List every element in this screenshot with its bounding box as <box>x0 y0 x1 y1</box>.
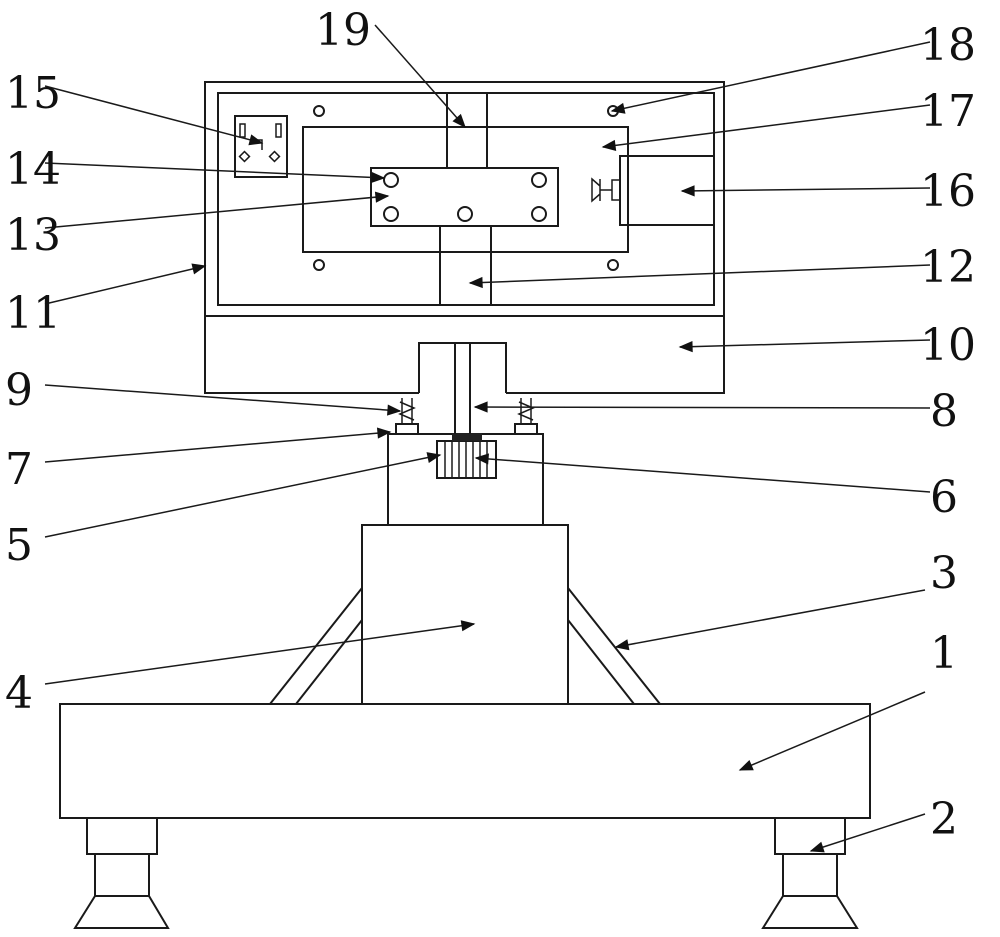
left-foot <box>73 817 170 929</box>
vertical-rail <box>439 93 492 305</box>
main-frame <box>204 81 725 317</box>
label-11: 11 <box>5 288 61 339</box>
slider-block <box>370 167 559 227</box>
label-19: 19 <box>315 5 371 56</box>
label-14: 14 <box>5 144 61 195</box>
left-clamp <box>395 398 419 435</box>
base-platform <box>59 703 871 819</box>
label-8: 8 <box>930 386 958 437</box>
corner-holes <box>313 105 619 271</box>
label-2: 2 <box>930 794 958 845</box>
label-5: 5 <box>5 520 33 571</box>
rotating-shaft <box>418 342 507 434</box>
label-15: 15 <box>5 68 61 119</box>
label-12: 12 <box>920 242 976 293</box>
label-3: 3 <box>930 548 958 599</box>
motor-gear <box>436 433 497 479</box>
mounting-plate <box>302 126 629 253</box>
right-foot <box>761 817 859 929</box>
label-17: 17 <box>920 86 976 137</box>
label-16: 16 <box>920 166 976 217</box>
label-10: 10 <box>920 320 976 371</box>
label-13: 13 <box>5 210 61 261</box>
label-1: 1 <box>930 628 958 679</box>
label-7: 7 <box>5 444 33 495</box>
leader-lines <box>44 24 931 853</box>
label-18: 18 <box>920 20 976 71</box>
label-4: 4 <box>5 668 33 719</box>
callout-labels: 1 2 3 4 5 6 7 8 9 10 11 12 13 14 15 16 1… <box>5 5 976 845</box>
support-column <box>361 524 569 705</box>
label-6: 6 <box>930 472 958 523</box>
right-brace <box>567 587 661 705</box>
lower-box <box>204 316 725 394</box>
power-socket <box>234 115 288 178</box>
label-9: 9 <box>5 365 33 416</box>
right-clamp <box>514 398 538 435</box>
